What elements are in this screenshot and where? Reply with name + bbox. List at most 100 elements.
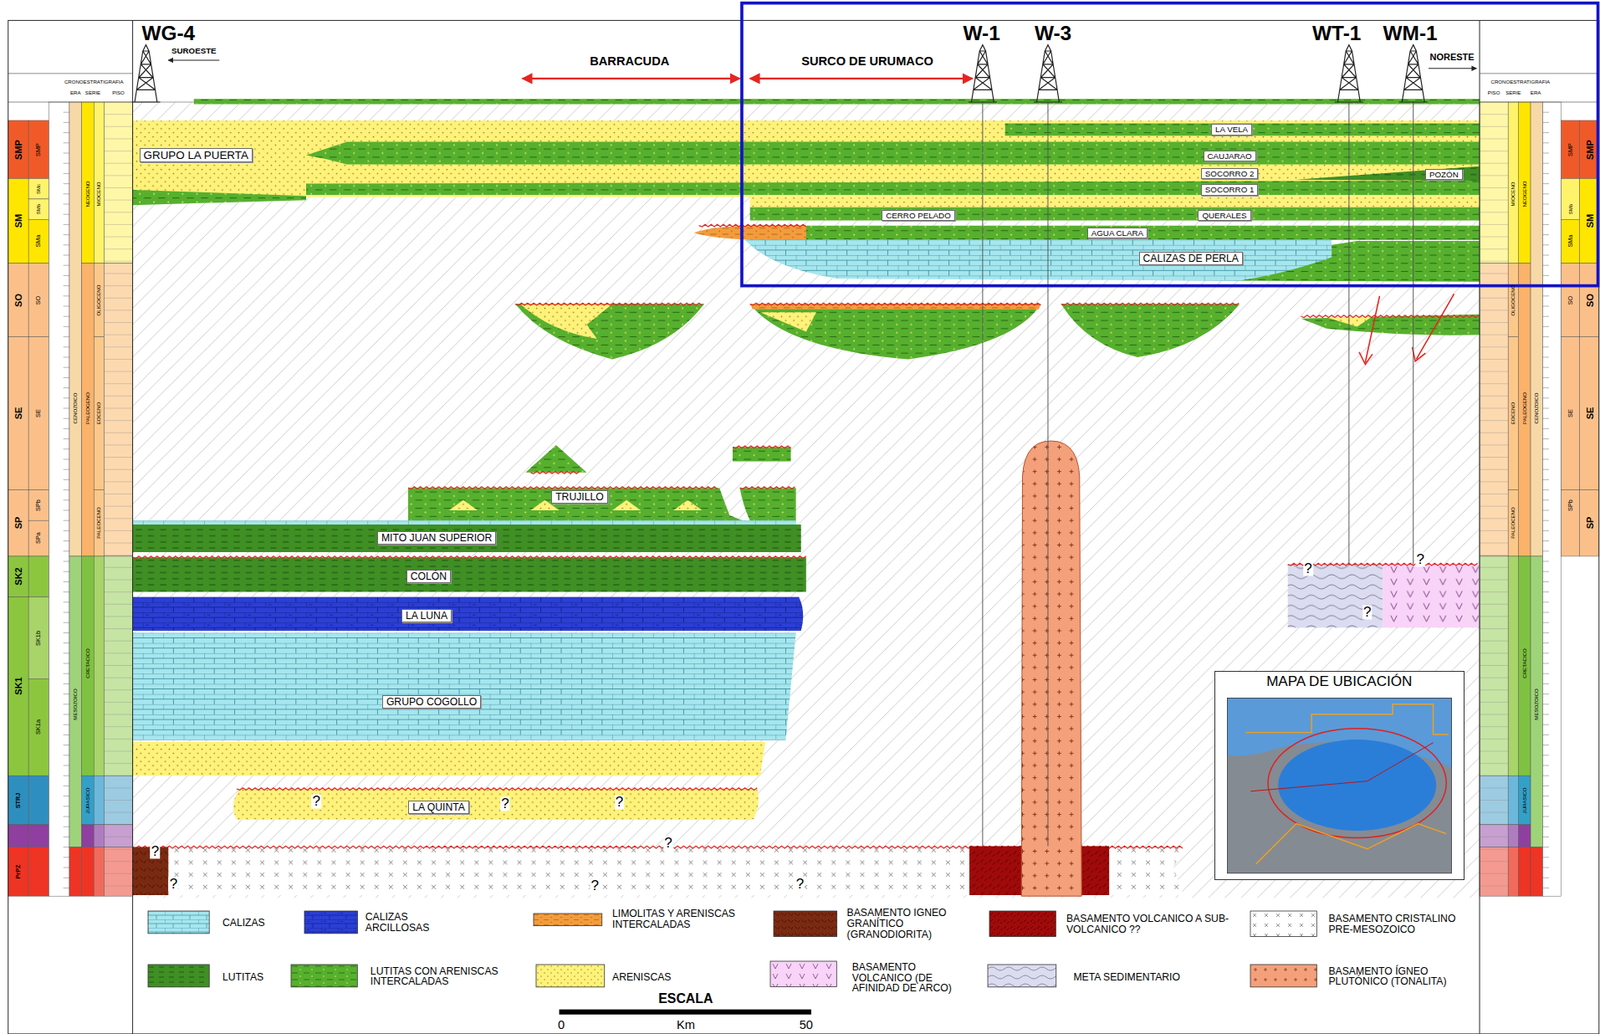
chrono-cell xyxy=(69,102,82,557)
caujarao-layer xyxy=(306,142,1480,165)
shale-wedge-texture xyxy=(132,189,307,205)
age-tick xyxy=(1543,612,1549,614)
stage-division xyxy=(103,358,133,360)
chrono-label: SK1a xyxy=(35,719,42,735)
chrono-cell xyxy=(1479,102,1508,264)
sand-lens xyxy=(673,500,702,511)
formation-name: GRUPO LA PUERTA xyxy=(143,148,249,162)
age-tick xyxy=(1543,326,1549,328)
age-tick xyxy=(1543,499,1549,501)
formation-name: TRUJILLO xyxy=(555,490,604,503)
swatch-color xyxy=(770,961,837,987)
map-frame xyxy=(1226,697,1452,873)
age-tick xyxy=(63,306,70,307)
age-tick xyxy=(1543,652,1549,654)
age-tick xyxy=(1543,255,1549,256)
stage-division xyxy=(103,419,133,421)
legend-swatch xyxy=(989,910,1056,937)
chrono-label: SMP xyxy=(1567,143,1574,157)
age-tick xyxy=(1543,132,1549,133)
stage-division xyxy=(1479,260,1508,262)
stage-division xyxy=(1479,309,1508,311)
age-tick xyxy=(1543,714,1549,716)
chrono-cell xyxy=(1561,178,1580,220)
stage-division xyxy=(1479,236,1508,238)
chrono-cell xyxy=(8,847,29,897)
perla-limestone-texture xyxy=(745,240,1333,282)
chrono-cell xyxy=(28,263,49,338)
socorro-layer-texture xyxy=(306,180,1480,195)
well-trace xyxy=(981,102,983,846)
stage-division xyxy=(103,689,133,691)
age-tick xyxy=(1543,867,1549,869)
chrono-cell xyxy=(69,556,82,848)
trujillo-layer xyxy=(408,487,743,521)
unconformity-line xyxy=(132,556,807,559)
age-tick xyxy=(63,418,70,420)
swatch-color xyxy=(291,964,358,987)
formation-label: MITO JUAN SUPERIOR xyxy=(377,531,497,545)
age-tick xyxy=(63,561,70,563)
age-tick xyxy=(63,193,70,195)
stage-division xyxy=(103,456,133,458)
stage-division xyxy=(1479,346,1508,348)
direction-arrow xyxy=(1428,67,1477,69)
trujillo-layer-texture xyxy=(408,487,743,521)
age-tick xyxy=(63,652,70,654)
age-tick xyxy=(63,469,70,471)
stage-division xyxy=(103,799,133,801)
age-tick xyxy=(1543,632,1549,634)
formation-label: GRUPO COGOLLO xyxy=(382,695,481,709)
stage-division xyxy=(1479,224,1508,225)
age-tick xyxy=(1543,153,1549,154)
stage-division xyxy=(1479,578,1508,580)
formation-name: LA VELA xyxy=(1215,124,1248,134)
swatch-texture xyxy=(148,964,210,987)
age-tick xyxy=(1543,448,1549,450)
chrono-cell xyxy=(1507,490,1519,557)
uncertainty-mark: ? xyxy=(500,797,511,812)
chrono-label: SE xyxy=(1584,407,1595,420)
chrono-cell xyxy=(8,490,29,557)
legend-swatch xyxy=(304,910,358,934)
arc-volcanic-basement-texture xyxy=(1382,564,1480,629)
age-tick xyxy=(1543,877,1549,879)
age-tick xyxy=(1543,510,1549,512)
chrono-label: SPa xyxy=(35,531,42,544)
unconformity-line xyxy=(740,486,796,490)
legend-swatch xyxy=(291,964,358,987)
unconformity-line xyxy=(515,302,702,306)
age-tick xyxy=(1543,775,1549,777)
scale-bar xyxy=(559,1009,812,1015)
stage-division xyxy=(103,884,133,886)
chrono-label: SMb xyxy=(1568,204,1574,215)
oligocene-lens xyxy=(1301,314,1481,336)
sand-lens xyxy=(612,500,641,511)
age-tick xyxy=(1543,673,1549,675)
swatch-texture xyxy=(533,913,603,926)
stage-division xyxy=(103,383,133,384)
age-tick xyxy=(63,408,70,409)
chrono-label: SM xyxy=(1584,213,1595,227)
stage-division xyxy=(103,224,133,225)
chrono-label: OLIGOCENO xyxy=(96,284,102,316)
age-tick xyxy=(1543,214,1549,215)
age-tick xyxy=(63,754,70,756)
formation-label: TRUJILLO xyxy=(551,490,609,504)
chrono-cell xyxy=(1518,824,1531,848)
stage-division xyxy=(1479,432,1508,434)
age-tick xyxy=(63,428,70,430)
age-tick xyxy=(1543,826,1549,828)
age-tick xyxy=(63,836,70,838)
chrono-cell xyxy=(28,847,49,897)
chrono-cell xyxy=(81,556,95,776)
legend-swatch xyxy=(1250,910,1317,937)
age-tick xyxy=(1543,142,1549,144)
chrono-label: JURASICO xyxy=(85,787,91,813)
uncertainty-mark: ? xyxy=(590,878,601,893)
age-tick xyxy=(1543,489,1549,491)
age-tick xyxy=(1543,581,1549,583)
chrono-cell xyxy=(103,775,133,825)
la-quinta-layer-texture xyxy=(233,788,759,820)
socorro-layer xyxy=(306,180,1480,195)
